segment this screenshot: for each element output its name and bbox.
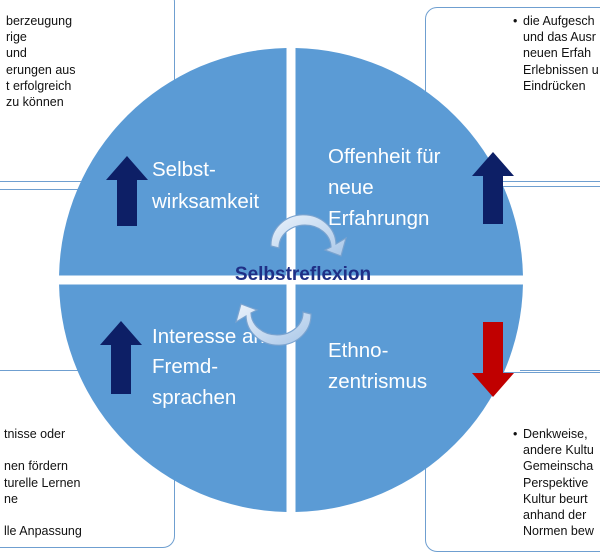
- note-line: tnisse oder: [4, 427, 66, 441]
- quadrant-label-bottom-left: Interesse an Fremd- sprachen: [152, 325, 271, 409]
- quadrant-label-top-right: Offenheit für neue Erfahrungn: [328, 145, 446, 230]
- note-line: Eindrücken: [523, 78, 586, 93]
- cycle-arrows-icon: [235, 214, 347, 346]
- note-line: Kultur beurt: [523, 491, 588, 506]
- note-line: turelle Lernen: [4, 475, 81, 490]
- center-label: Selbstreflexion: [235, 264, 371, 285]
- note-line: Normen bew: [523, 524, 594, 539]
- connector-bottom-right: [520, 370, 600, 371]
- quadrant-label-bottom-right: Ethno- zentrismus: [328, 339, 427, 393]
- arrow-up-icon: [100, 321, 142, 394]
- note-line: nen fördern: [4, 459, 68, 474]
- note-line: zu können: [6, 95, 64, 110]
- note-line: und das Ausr: [523, 30, 596, 45]
- arrow-up-icon: [106, 156, 148, 226]
- note-line: andere Kultu: [523, 443, 594, 458]
- note-line: ne: [4, 491, 18, 506]
- note-line: neuen Erfah: [523, 46, 592, 61]
- note-line: Perspektive: [523, 475, 589, 490]
- connector-bottom-left: [0, 370, 90, 371]
- quadrant-bottom-right: [295, 284, 523, 512]
- note-line: erungen aus: [6, 62, 76, 77]
- note-line: die Aufgesch: [513, 13, 599, 29]
- note-line: Erlebnissen u: [523, 62, 599, 77]
- note-text-top-left: berzeugung rige und erungen aus t erfolg…: [6, 13, 76, 110]
- note-text-bottom-left: tnisse oder nen fördern turelle Lernen n…: [4, 426, 82, 539]
- note-line: Gemeinscha: [523, 459, 594, 474]
- note-line: t erfolgreich: [6, 78, 72, 93]
- note-line: berzeugung: [6, 14, 73, 28]
- quadrant-top-left: [59, 48, 287, 276]
- note-line: rige: [6, 30, 27, 45]
- arrow-down-icon: [472, 322, 514, 397]
- note-text-bottom-right: Denkweise, andere Kultu Gemeinscha Persp…: [513, 426, 594, 539]
- note-line: anhand der: [523, 508, 587, 523]
- note-line: lle Anpassung: [4, 524, 82, 539]
- quadrant-top-right: [295, 48, 523, 276]
- note-text-top-right: die Aufgesch und das Ausr neuen Erfah Er…: [513, 13, 599, 94]
- quadrant-label-top-left: Selbst- wirksamkeit: [151, 158, 259, 213]
- connector-top-left: [0, 181, 100, 182]
- connector-top-right: [500, 181, 600, 182]
- note-line: und: [6, 46, 27, 61]
- arrow-up-icon: [472, 152, 514, 224]
- note-line: Denkweise,: [513, 426, 594, 442]
